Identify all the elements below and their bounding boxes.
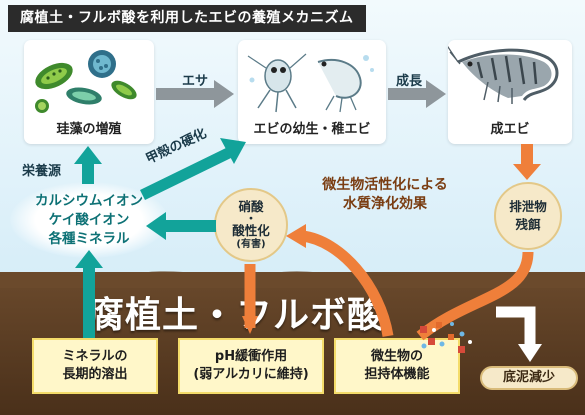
nitrate-note: (有害) bbox=[236, 239, 266, 250]
nitrate-line1: 硝酸 bbox=[238, 199, 264, 214]
diatom-icon bbox=[35, 50, 137, 113]
label-nutrient: 栄養源 bbox=[22, 164, 62, 179]
nitrate-line2: 酸性化 bbox=[232, 223, 270, 238]
excrement-circle: 排泄物 残餌 bbox=[494, 182, 562, 250]
humus-fulvic-title: 腐植土・フルボ酸 bbox=[88, 295, 385, 336]
shrimp-icon bbox=[448, 45, 559, 104]
card-algae-label: 珪藻の増殖 bbox=[56, 122, 122, 137]
box-microbe-carrier: 微生物の 担持体機能 bbox=[334, 338, 460, 394]
card-adult-label: 成エビ bbox=[490, 122, 530, 137]
diagram-title: 腐植土・フルボ酸を利用したエビの養殖メカニズム bbox=[8, 5, 366, 32]
card-algae: 珪藻の増殖 bbox=[24, 40, 154, 144]
nitrate-dot: ・ bbox=[245, 212, 257, 225]
mineral-item: 各種ミネラル bbox=[48, 231, 130, 247]
excrement-line1: 排泄物 bbox=[509, 199, 547, 214]
nitrate-circle: 硝酸 ・ 酸性化 (有害) bbox=[214, 188, 288, 262]
mineral-item: カルシウムイオン bbox=[35, 193, 143, 209]
microbe-effect-line1: 微生物活性化による bbox=[322, 177, 448, 193]
card-larvae-label: エビの幼生・稚エビ bbox=[253, 122, 371, 137]
excrement-line2: 残餌 bbox=[515, 217, 541, 232]
card-larvae: エビの幼生・稚エビ bbox=[238, 40, 386, 144]
label-growth: 成長 bbox=[396, 74, 423, 89]
sludge-reduction-badge: 底泥減少 bbox=[480, 366, 578, 390]
microbe-effect-title: 微生物活性化による 水質浄化効果 bbox=[290, 176, 480, 214]
box-ph-buffer: pH緩衝作用 (弱アルカリに維持) bbox=[178, 338, 324, 394]
label-feed: エサ bbox=[182, 74, 209, 89]
shrimp-larvae-icon bbox=[247, 53, 374, 113]
soil-surface bbox=[0, 271, 585, 288]
mineral-item: ケイ酸イオン bbox=[48, 212, 130, 228]
microbe-effect-line2: 水質浄化効果 bbox=[343, 196, 427, 212]
minerals-block: カルシウムイオン ケイ酸イオン 各種ミネラル bbox=[10, 192, 168, 249]
card-adult: 成エビ bbox=[448, 40, 572, 144]
box-mineral-release: ミネラルの 長期的溶出 bbox=[32, 338, 158, 394]
